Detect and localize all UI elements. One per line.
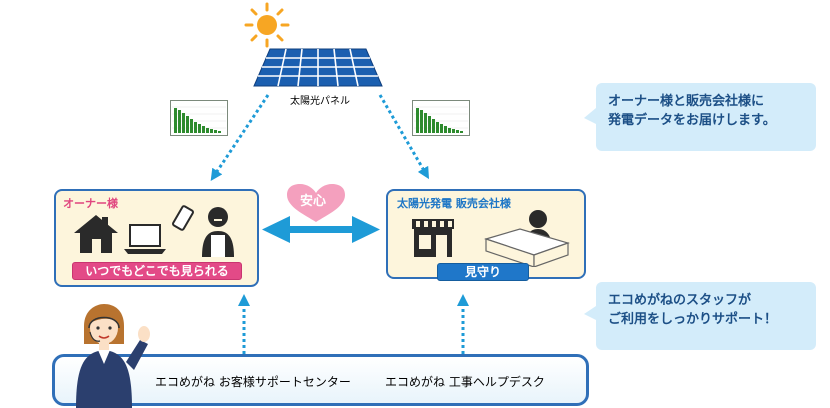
arrow-panel-to-owner [210,94,270,181]
solar-panel-label: 太陽光パネル [290,96,350,107]
shop-icon [412,219,454,257]
bar-graph-icon [412,100,470,136]
solar-panel-icon [253,48,383,87]
callout-data-delivery: オーナー様と販売会社様に 発電データをお届けします。 [596,83,816,151]
laptop-icon [124,224,166,254]
callout-bottom-pointer [584,306,596,320]
dealer-box: 太陽光発電 販売会社様 見守り [386,189,586,281]
dealer-staff-icon [483,210,570,267]
person-icon [202,207,234,257]
owner-box: オーナー様 いつでもどこでも見られる [54,189,259,287]
owner-caption: いつでもどこでも見られる [72,262,242,280]
house-icon [74,215,118,253]
callout-data-delivery-line2: 発電データをお届けします。 [608,113,776,128]
owner-title: オーナー様 [63,197,118,210]
construction-help-desk: エコめがね 工事ヘルプデスク [385,375,545,389]
callout-data-delivery-line1: オーナー様と販売会社様に [608,94,765,109]
heart-label: 安心 [300,194,327,209]
heart-icon [287,184,345,222]
dealer-title: 太陽光発電 販売会社様 [397,197,511,210]
callout-staff-support-line1: エコめがねのスタッフが [608,293,752,308]
callout-top-pointer [584,108,596,124]
callout-staff-support: エコめがねのスタッフが ご利用をしっかりサポート！ [596,282,816,350]
smartphone-icon [172,205,194,231]
customer-support-center: エコめがね お客様サポートセンター [155,375,351,389]
support-staff-icon [76,304,150,408]
dealer-caption: 見守り [437,263,529,281]
callout-staff-support-line2: ご利用をしっかりサポート！ [608,312,778,327]
double-arrow-owner-dealer [262,216,380,243]
sun-icon [244,2,290,48]
support-bar: エコめがね お客様サポートセンター エコめがね 工事ヘルプデスク [52,354,589,406]
bar-graph-icon [170,100,228,136]
